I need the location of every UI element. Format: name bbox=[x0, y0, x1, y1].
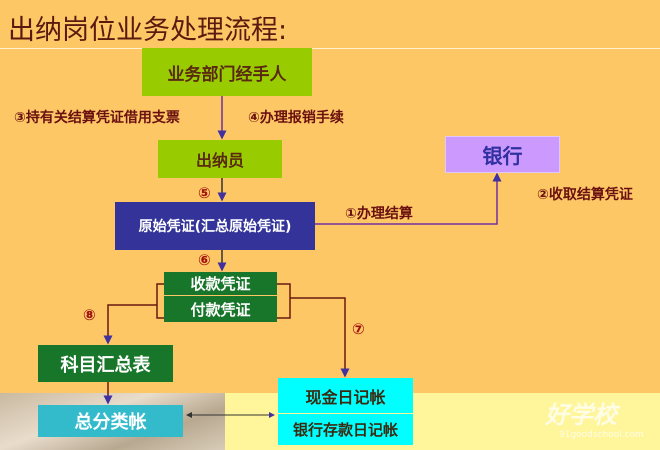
label-step3: ③持有关结算凭证借用支票 bbox=[14, 110, 180, 126]
node-cash-journal: 现金日记帐 bbox=[278, 378, 413, 413]
label-step2: ②收取结算凭证 bbox=[537, 187, 633, 203]
watermark-logo: 好学校 91goodschool.com bbox=[545, 395, 644, 440]
bracket-right bbox=[277, 283, 291, 319]
arrow-voucher-bank bbox=[315, 172, 502, 225]
node-handler: 业务部门经手人 bbox=[142, 48, 312, 96]
arrow-to-journals bbox=[290, 297, 350, 378]
node-cashier: 出纳员 bbox=[158, 140, 282, 178]
label-step7: ⑦ bbox=[352, 320, 365, 338]
node-bank: 银行 bbox=[445, 136, 560, 173]
label-step1: ①办理结算 bbox=[345, 206, 413, 222]
node-payment-voucher: 付款凭证 bbox=[164, 296, 277, 322]
arrow-to-summary bbox=[103, 304, 157, 345]
node-general-ledger: 总分类帐 bbox=[38, 405, 183, 437]
label-step6: ⑥ bbox=[198, 251, 211, 269]
watermark-url: 91goodschool.com bbox=[559, 430, 644, 440]
page-title: 出纳岗位业务处理流程: bbox=[8, 15, 288, 46]
node-account-summary: 科目汇总表 bbox=[38, 345, 173, 382]
title-divider bbox=[0, 48, 660, 49]
watermark-brand: 好学校 bbox=[545, 401, 617, 429]
node-bank-journal: 银行存款日记帐 bbox=[278, 414, 413, 445]
label-step5: ⑤ bbox=[198, 184, 211, 202]
bracket-left bbox=[156, 283, 164, 319]
label-step8: ⑧ bbox=[83, 306, 96, 324]
node-receipt-voucher: 收款凭证 bbox=[164, 272, 277, 295]
node-original-voucher: 原始凭证(汇总原始凭证) bbox=[115, 202, 315, 250]
label-step4: ④办理报销手续 bbox=[248, 110, 344, 126]
